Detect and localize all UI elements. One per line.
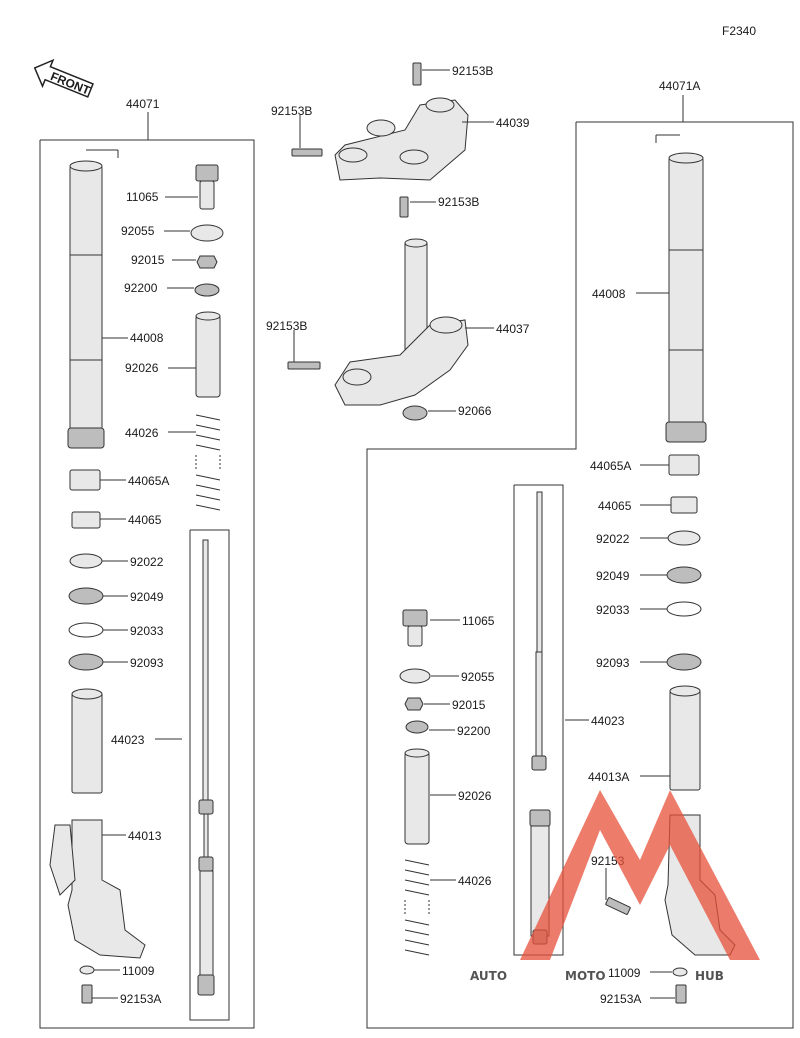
label-44023-left: 44023 — [111, 733, 145, 747]
label-44023-right: 44023 — [591, 714, 625, 728]
label-11065-right: 11065 — [462, 614, 495, 628]
label-44065A-right: 44065A — [590, 459, 631, 473]
watermark-logo: AUTO MOTO HUB — [470, 790, 760, 983]
front-arrow-icon: FRONT — [33, 58, 94, 98]
left-labels: 11065 92055 92015 92200 44008 92026 4402… — [92, 190, 198, 1006]
left-spring — [195, 412, 221, 511]
label-92022-left: 92022 — [130, 555, 164, 569]
label-92033-right: 92033 — [596, 603, 630, 617]
label-44065-left: 44065 — [128, 513, 162, 527]
label-92022-right: 92022 — [596, 532, 630, 546]
right-labels: 44008 44065A 44065 92022 92049 92033 110… — [424, 287, 675, 1006]
label-92049-left: 92049 — [130, 590, 164, 604]
label-11065-left: 11065 — [126, 190, 159, 204]
front-label: FRONT — [48, 69, 92, 98]
right-assembly-frame: 44071A — [366, 79, 794, 1029]
label-92153B-lower-left: 92153B — [266, 319, 307, 333]
label-92033-left: 92033 — [130, 624, 164, 638]
label-92066: 92066 — [458, 404, 492, 418]
label-44065-right: 44065 — [598, 499, 632, 513]
label-44013A-right: 44013A — [588, 770, 629, 784]
watermark-text-1: AUTO — [470, 969, 507, 983]
center-labels: 92153B 92153B 44039 92153B 44037 92153B … — [266, 64, 530, 418]
diagram-id: F2340 — [722, 24, 756, 38]
watermark-text-2: MOTO — [565, 969, 606, 983]
label-44065A-left: 44065A — [128, 474, 169, 488]
label-92055-right: 92055 — [461, 670, 495, 684]
label-92200-right: 92200 — [457, 724, 491, 738]
center-parts — [287, 62, 469, 421]
label-44008-right: 44008 — [592, 287, 626, 301]
label-44037: 44037 — [496, 322, 530, 336]
left-fork-parts — [49, 149, 230, 1021]
right-assembly-number: 44071A — [659, 79, 700, 93]
left-assembly-number: 44071 — [126, 97, 160, 111]
label-92153A-right: 92153A — [600, 992, 641, 1006]
label-92153B-top: 92153B — [452, 64, 493, 78]
label-44026-left: 44026 — [125, 426, 159, 440]
label-44013-left: 44013 — [128, 829, 162, 843]
watermark-text-3: HUB — [695, 969, 724, 983]
label-44008-left: 44008 — [130, 331, 164, 345]
label-92153A-left: 92153A — [120, 992, 161, 1006]
right-spring — [404, 859, 430, 956]
label-92153B-mid: 92153B — [438, 195, 479, 209]
label-92026-right: 92026 — [458, 789, 492, 803]
label-92055-left: 92055 — [121, 224, 155, 238]
label-44039: 44039 — [496, 116, 530, 130]
label-92153B-upper-left: 92153B — [271, 104, 312, 118]
label-92026-left: 92026 — [125, 361, 159, 375]
label-44026-right: 44026 — [458, 874, 492, 888]
label-11009-left: 11009 — [122, 964, 155, 978]
label-92049-right: 92049 — [596, 569, 630, 583]
label-11009-right: 11009 — [608, 966, 641, 980]
label-92093-right: 92093 — [596, 656, 630, 670]
label-92015-right: 92015 — [452, 698, 486, 712]
label-92093-left: 92093 — [130, 656, 164, 670]
label-92200-left: 92200 — [124, 281, 158, 295]
left-assembly-frame: 44071 — [39, 97, 255, 1029]
label-92015-left: 92015 — [131, 253, 165, 267]
